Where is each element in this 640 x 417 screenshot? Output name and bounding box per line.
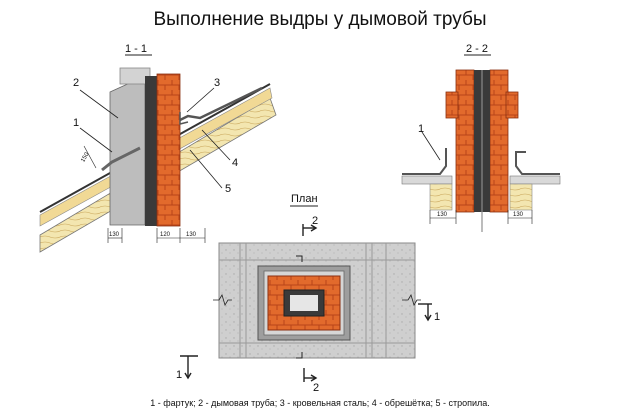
dim-130-s2-right: 130 <box>513 212 524 218</box>
section-2-2: 2 - 2 1 130 130 <box>401 43 561 232</box>
plan-flue-inner <box>290 295 318 311</box>
section-1-1-title: 1 - 1 <box>125 43 147 55</box>
callout-1: 1 <box>73 117 79 129</box>
roof-wood-left <box>429 183 453 211</box>
section-mark-2-bottom <box>303 368 318 382</box>
dim-130-right: 130 <box>186 232 197 238</box>
diagram-title: Выполнение выдры у дымовой трубы <box>153 9 487 30</box>
apron-flashing <box>101 146 141 172</box>
callout-3: 3 <box>214 77 220 89</box>
callout-4: 4 <box>232 157 238 169</box>
section-2-2-title: 2 - 2 <box>466 43 488 55</box>
section-mark-2-bottom-label: 2 <box>313 382 319 394</box>
section-mark-1-right <box>418 303 432 322</box>
roof-slab-right <box>509 175 561 185</box>
brick-corbel-right <box>505 91 519 119</box>
break-mark-right <box>402 294 421 306</box>
callout-2: 2 <box>73 77 79 89</box>
chimney-pipe <box>109 75 146 226</box>
plan-title: План <box>291 193 318 205</box>
plan-mark-top <box>296 255 303 262</box>
roof-steel <box>179 86 263 122</box>
section-mark-2-top-label: 2 <box>312 215 318 227</box>
brick-wall-left <box>455 69 475 213</box>
section-mark-2-top <box>302 224 318 236</box>
legend: 1 - фартук; 2 - дымовая труба; 3 - крове… <box>150 398 490 408</box>
break-mark-left <box>213 294 232 306</box>
roof-slab-left <box>401 175 453 185</box>
brick-wall <box>156 73 181 227</box>
section-mark-1-left <box>180 355 198 380</box>
flue-channel <box>145 76 157 226</box>
plan-mark-bottom <box>296 352 303 359</box>
plan-view: План 2 <box>176 193 440 394</box>
section-mark-1-right-label: 1 <box>434 311 440 323</box>
brick-wall-right <box>489 69 509 213</box>
callout-1-s2: 1 <box>418 123 424 135</box>
flashing-left <box>402 148 447 175</box>
dim-130-s2-left: 130 <box>437 212 448 218</box>
section-mark-1-left-label: 1 <box>176 369 182 381</box>
dim-120: 120 <box>160 232 171 238</box>
dim-150-apron: 150 <box>80 151 91 163</box>
dim-130-left: 130 <box>109 232 120 238</box>
section-1-1: 1 - 1 2 1 3 4 5 <box>39 43 277 253</box>
steel-upturn <box>179 112 189 125</box>
brick-corbel-left <box>445 91 459 119</box>
roof-wood-right <box>509 183 533 211</box>
flashing-right <box>515 151 560 175</box>
callout-5: 5 <box>225 183 231 195</box>
